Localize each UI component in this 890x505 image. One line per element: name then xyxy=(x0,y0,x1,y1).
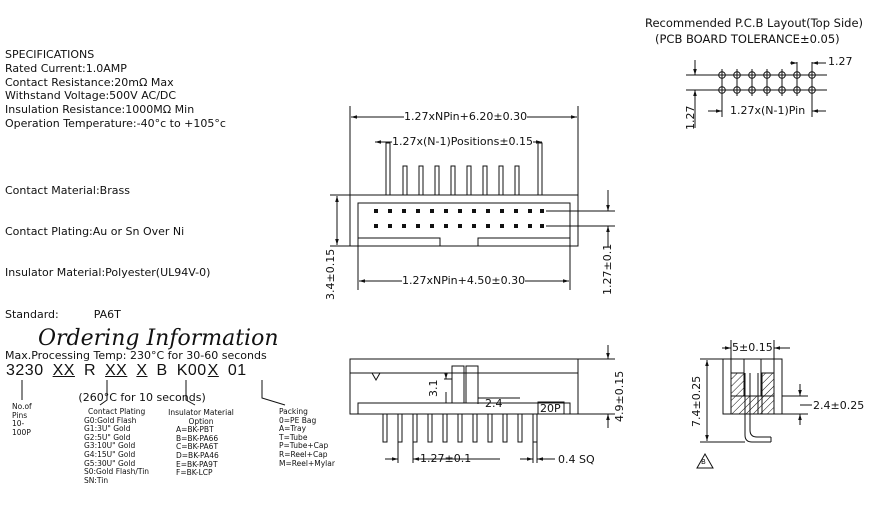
front-pin-count: 20P xyxy=(540,402,561,415)
top-row-dim: 1.27±0.1 xyxy=(601,243,614,295)
code-part: R xyxy=(83,362,96,379)
plating-option: G5:30U" Gold xyxy=(84,458,136,468)
spec-line: Standard: PA6T xyxy=(5,307,121,321)
side-width-dim: 5±0.15 xyxy=(732,341,773,354)
packing-option: M=Reel+Mylar xyxy=(279,458,335,468)
spec-line: Insulation Resistance:1000MΩ Min xyxy=(5,103,195,117)
insulator-option: C=BK-PA6T xyxy=(176,442,219,452)
spec-line: Contact Plating:Au or Sn Over Ni xyxy=(5,224,185,238)
contact-dots xyxy=(374,209,544,228)
plating-option: SN:Tin xyxy=(84,475,109,485)
front-pin-sq-dim: 0.4 SQ xyxy=(558,453,595,466)
top-height-dim: 3.4±0.15 xyxy=(324,248,337,300)
spec-line: Max.Processing Temp: 230°C for 30-60 sec… xyxy=(5,349,267,363)
top-pins xyxy=(385,142,543,196)
pcb-row-label: 1.27 xyxy=(684,105,697,131)
front-view-drawing xyxy=(349,345,615,463)
insulator-option: F=BK-LCP xyxy=(176,468,213,478)
code-part: X xyxy=(136,362,148,379)
front-pins xyxy=(382,413,538,443)
pcb-pitch-label: 1.27 xyxy=(828,55,853,68)
insulator-option: B=BK-PA66 xyxy=(176,433,219,443)
plating-legend: Contact Plating G0:Gold Flash G1:3U" Gol… xyxy=(84,407,150,485)
plating-option: G4:15U" Gold xyxy=(84,449,136,459)
code-part: K00 xyxy=(176,362,207,379)
spec-line: Contact Material:Brass xyxy=(5,183,130,197)
code-part: 01 xyxy=(227,362,247,379)
packing-option: T=Tube xyxy=(279,432,308,442)
side-height-dim: 7.4±0.25 xyxy=(690,375,703,427)
plating-option: G0:Gold Flash xyxy=(84,415,137,425)
spec-line: Insulator Material:Polyester(UL94V-0) xyxy=(5,266,211,280)
insulator-option: D=BK-PA46 xyxy=(176,450,219,460)
side-step-dim: 2.4±0.25 xyxy=(813,399,865,412)
pins-range: 10-100P xyxy=(12,419,31,437)
insulator-legend: Insulator Material Option A=BK-PBT B=BK-… xyxy=(162,408,240,478)
pcb-tolerance: (PCB BOARD TOLERANCE±0.05) xyxy=(655,32,840,46)
pcb-span-label: 1.27x(N-1)Pin xyxy=(730,104,806,117)
pcb-layout-drawing xyxy=(686,60,827,128)
packing-legend: Packing 0=PE Bag A=Tray T=Tube P=Tube+Ca… xyxy=(279,407,335,468)
front-step-dim: 2.4 xyxy=(485,397,503,410)
specifications-block: SPECIFICATIONS Rated Current:1.0AMP Cont… xyxy=(5,48,226,131)
top-view-drawing xyxy=(330,106,615,290)
plating-option: S0:Gold Flash/Tin xyxy=(84,467,150,477)
spec-line: Operation Temperature:-40°c to +105°c xyxy=(5,116,226,130)
plating-option: G1:3U" Gold xyxy=(84,424,131,434)
spec-line: Withstand Voltage:500V AC/DC xyxy=(5,89,177,103)
packing-option: R=Reel+Cap xyxy=(279,449,328,459)
front-latch-dim: 3.1 xyxy=(427,379,440,398)
side-marker-letter: B xyxy=(701,458,706,466)
ordering-title: Ordering Information xyxy=(38,326,279,351)
insulator-option: A=BK-PBT xyxy=(176,425,214,435)
insulator-option: E=BK-PA9T xyxy=(176,459,218,469)
code-part: XX xyxy=(52,362,75,379)
material-block: Contact Material:Brass Contact Plating:A… xyxy=(5,156,267,418)
plating-title: Contact Plating xyxy=(88,407,146,416)
code-part: B xyxy=(156,362,168,379)
pcb-layout-title: Recommended P.C.B Layout(Top Side) xyxy=(645,16,864,30)
code-part: X xyxy=(207,362,219,379)
insulator-title: Insulator Material Option xyxy=(168,408,234,426)
code-part: 3230 xyxy=(6,362,44,379)
pins-legend: No.of Pins 10-100P xyxy=(12,402,42,437)
packing-option: P=Tube+Cap xyxy=(279,441,329,451)
packing-title: Packing xyxy=(279,407,308,416)
top-overall-dim: 1.27xNPin+6.20±0.30 xyxy=(404,110,528,123)
packing-option: 0=PE Bag xyxy=(279,415,317,425)
top-positions-dim: 1.27x(N-1)Positions±0.15 xyxy=(392,135,534,148)
spec-line: Contact Resistance:20mΩ Max xyxy=(5,75,174,89)
ordering-leaders xyxy=(21,380,286,406)
packing-option: A=Tray xyxy=(279,424,307,434)
front-pitch-dim: 1.27±0.1 xyxy=(420,452,472,465)
front-height-dim: 4.9±0.15 xyxy=(613,370,626,422)
top-inner-dim: 1.27xNPin+4.50±0.30 xyxy=(402,274,526,287)
side-view-drawing xyxy=(696,340,812,469)
spec-line: (260°C for 10 seconds) xyxy=(5,390,206,404)
pins-title: No.of Pins xyxy=(12,402,32,420)
plating-option: G3:10U" Gold xyxy=(84,441,136,451)
plating-option: G2:5U" Gold xyxy=(84,432,131,442)
spec-line: Rated Current:1.0AMP xyxy=(5,61,127,75)
spec-heading: SPECIFICATIONS xyxy=(5,48,95,61)
code-part: XX xyxy=(105,362,128,379)
